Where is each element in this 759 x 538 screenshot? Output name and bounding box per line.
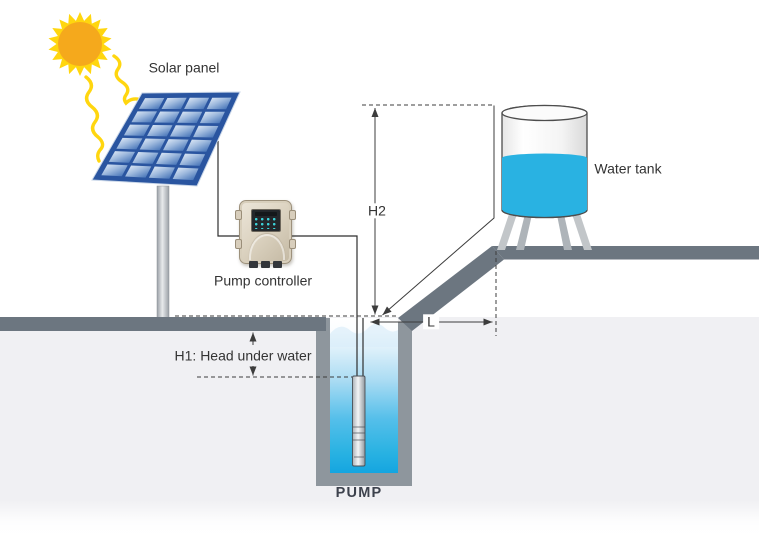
- tank-water: [502, 153, 587, 218]
- well-water-waves: [330, 323, 398, 347]
- tank-legs: [497, 208, 592, 250]
- wiring: [217, 141, 364, 376]
- controller-mount-tab: [235, 210, 242, 220]
- l-dimension-label: L: [423, 313, 439, 330]
- terrain: [0, 246, 759, 331]
- h2-dimension-label: H2: [364, 202, 390, 219]
- ground-left: [0, 317, 326, 331]
- solar-panel-label: Solar panel: [148, 59, 220, 76]
- controller-mount-tab: [289, 210, 296, 220]
- sun-rays: [84, 54, 146, 163]
- controller-emboss: [249, 234, 285, 260]
- panel-cell: [172, 167, 199, 181]
- water-tank: [497, 104, 592, 250]
- pump-unit: [352, 375, 366, 467]
- panel-cell: [132, 152, 159, 164]
- pump-label: PUMP: [335, 485, 383, 502]
- sun-ray-wavy-right: [112, 54, 146, 106]
- panel-cell: [138, 98, 165, 109]
- panel-cell: [206, 97, 232, 110]
- panel-cell: [161, 97, 187, 109]
- controller-mount-tab: [289, 239, 296, 249]
- panel-cell: [156, 152, 182, 165]
- plateau: [492, 246, 759, 260]
- soil-bottom-fade: [0, 500, 759, 538]
- wire-panel-to-controller: [217, 141, 239, 237]
- panel-cell: [199, 111, 225, 124]
- panel-cell: [177, 111, 203, 123]
- panel-cell: [131, 111, 157, 123]
- panel-cell: [184, 97, 210, 110]
- panel-cell: [193, 125, 219, 138]
- panel-cell: [108, 151, 135, 163]
- panel-cell: [147, 125, 173, 137]
- panel-cells: [101, 97, 232, 181]
- panel-cell: [101, 164, 128, 177]
- controller-cable-gland: [249, 261, 258, 268]
- panel-cell: [186, 139, 212, 152]
- panel-cell: [139, 138, 166, 151]
- well-wall: [316, 318, 412, 486]
- controller-cable-gland: [273, 261, 282, 268]
- wire-controller-to-pump: [291, 235, 358, 376]
- tank-to-well-leader-line: [382, 105, 495, 316]
- controller-cable-gland: [261, 261, 270, 268]
- pump-controller-label: Pump controller: [213, 272, 313, 289]
- panel-cell: [163, 139, 189, 151]
- sun-icon: [48, 12, 112, 76]
- panel-cell: [148, 166, 175, 179]
- tank-bottom-rim: [501, 209, 588, 219]
- pump-controller: [235, 200, 296, 268]
- panel-cell: [125, 165, 152, 178]
- panel-cell: [170, 125, 196, 137]
- panel-cell: [123, 124, 150, 136]
- controller-screen: [251, 209, 281, 232]
- panel-cell: [179, 153, 206, 166]
- controller-mount-tab: [235, 239, 242, 249]
- panel-cell: [116, 137, 143, 150]
- tank-lid: [501, 104, 588, 122]
- solar-panel: [91, 91, 241, 187]
- sun-ray-wavy-left: [84, 75, 105, 163]
- water-tank-label: Water tank: [594, 160, 662, 177]
- panel-pole: [156, 185, 170, 319]
- slope: [398, 246, 504, 331]
- h1-dimension-label: H1: Head under water: [174, 347, 312, 364]
- panel-cell: [154, 111, 180, 123]
